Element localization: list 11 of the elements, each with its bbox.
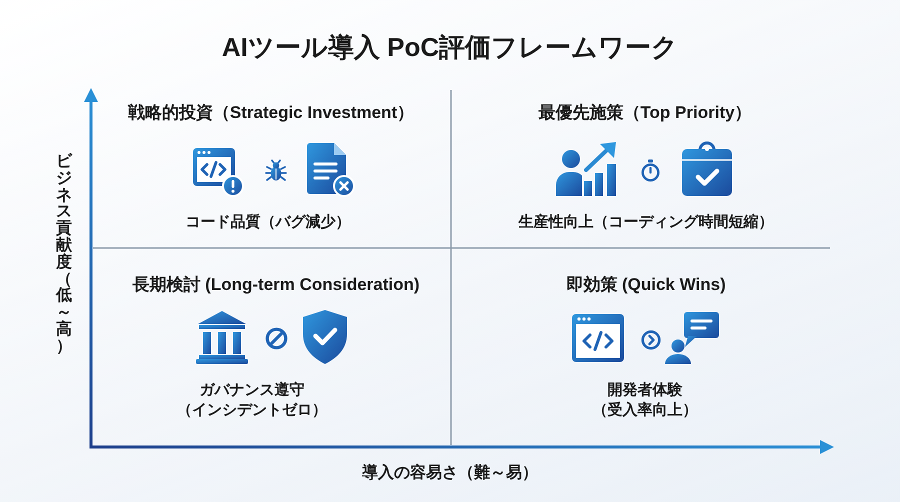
quadrant-caption: 生産性向上（コーディング時間短縮） xyxy=(518,212,774,232)
quadrant-heading: 即効策 (Quick Wins) xyxy=(566,274,726,296)
quadrant-heading: 長期検討 (Long-term Consideration) xyxy=(132,274,420,296)
quadrant-caption: ガバナンス遵守（インシデントゼロ） xyxy=(177,380,327,420)
quadrant-caption: 開発者体験（受入率向上） xyxy=(592,380,698,420)
quadrant-caption: コード品質（バグ減少） xyxy=(186,212,350,232)
title: AIツール導入 PoC評価フレームワーク xyxy=(222,31,678,64)
quadrant-heading: 最優先施策（Top Priority） xyxy=(538,102,752,124)
axis-label: ビジネス貢献度（低～高） xyxy=(56,154,72,356)
quadrant-heading: 戦略的投資（Strategic Investment） xyxy=(128,102,414,124)
axis-label: 導入の容易さ（難～易） xyxy=(362,464,538,484)
